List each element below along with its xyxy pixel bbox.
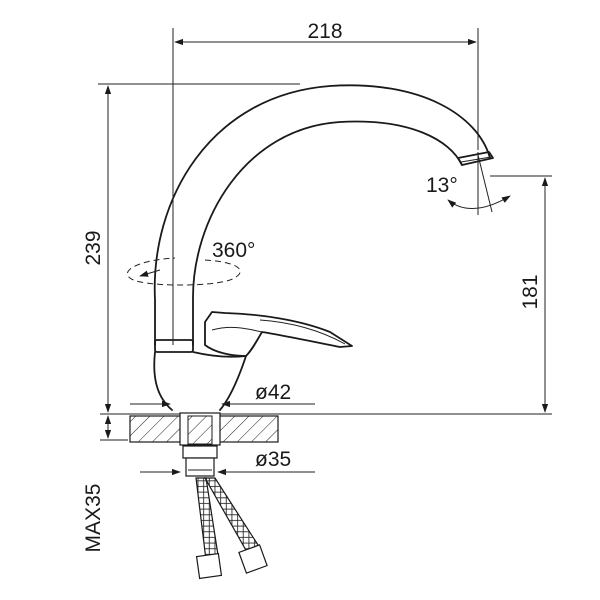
lever-handle xyxy=(204,311,353,357)
spout-tilt-indicator: 13° xyxy=(426,152,511,215)
faucet-body xyxy=(153,84,494,411)
spout-height-label: 181 xyxy=(519,274,542,309)
fixing-nut xyxy=(182,445,218,459)
max-deck-dimension: MAX35 xyxy=(82,415,128,553)
sink-deck xyxy=(129,412,279,446)
swivel-label: 360° xyxy=(212,239,255,262)
hose-nut-left xyxy=(195,552,223,580)
swivel-arrow xyxy=(139,269,161,277)
supply-hoses xyxy=(195,477,268,580)
swivel-ring xyxy=(154,339,194,353)
shank-diameter-label: ø35 xyxy=(255,448,291,471)
max-deck-label: MAX35 xyxy=(82,484,105,553)
aerator-tip xyxy=(457,151,494,166)
base-diameter-label: ø42 xyxy=(255,381,291,404)
spout-outer-contour xyxy=(153,84,491,346)
hose-nut-right xyxy=(238,544,268,574)
base-diameter-dimension: ø42 xyxy=(130,381,315,408)
reach-dimension: 218 xyxy=(172,20,479,150)
lower-body xyxy=(153,351,247,411)
spout-inner-contour xyxy=(192,120,463,346)
shank-assembly: ø35 xyxy=(140,445,315,477)
reach-label: 218 xyxy=(307,20,342,43)
total-height-dimension: 239 xyxy=(82,83,300,413)
spout-tilt-label: 13° xyxy=(426,174,458,197)
spout-height-dimension: 181 xyxy=(490,175,552,413)
shank-body xyxy=(185,457,215,477)
aerator-edge xyxy=(460,156,492,163)
lever-handle-highlight xyxy=(259,319,346,345)
swivel-ellipse xyxy=(127,257,241,286)
total-height-label: 239 xyxy=(82,230,105,265)
lever-handle-seam xyxy=(211,326,263,333)
mounting-stud xyxy=(187,415,213,445)
swivel-indicator: 360° xyxy=(127,239,255,286)
tilt-angle-line xyxy=(477,154,493,213)
tilt-arc xyxy=(447,195,511,209)
